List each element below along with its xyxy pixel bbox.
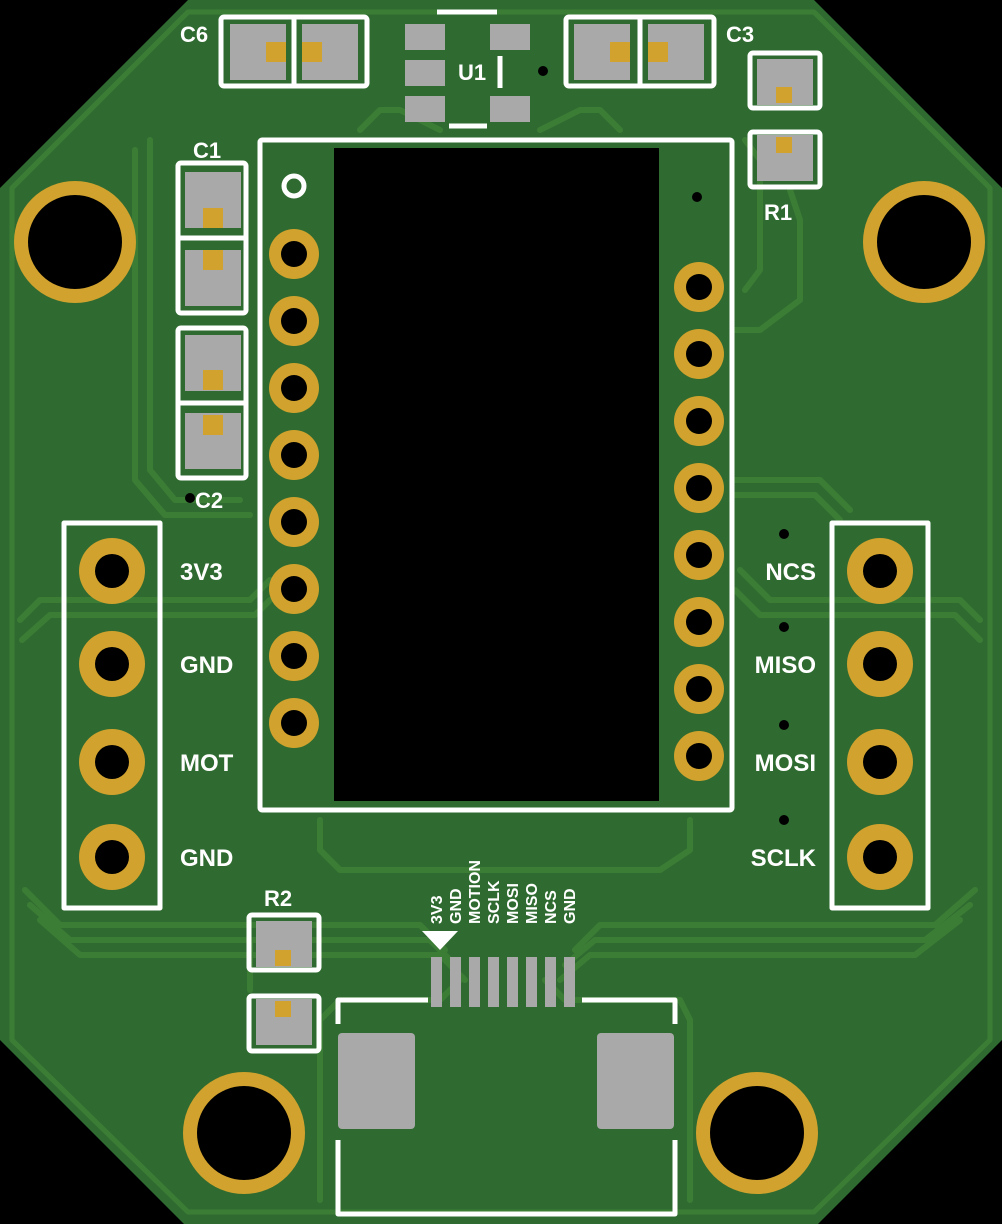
fpc-pins — [431, 957, 575, 1007]
via-dot — [779, 720, 789, 730]
fpc-pin1-arrow — [422, 931, 458, 950]
mounting-holes — [14, 181, 985, 1194]
right-header-pin-2 — [847, 631, 913, 697]
right-header-label: MISO — [755, 652, 816, 679]
right-header-dots — [779, 529, 789, 825]
module-pins-right — [674, 262, 724, 781]
ref-label-u1: U1 — [458, 60, 486, 85]
ref-label-r1: R1 — [764, 200, 792, 225]
mounting-hole-bottom-left — [183, 1072, 305, 1194]
module-pin-right-4 — [674, 463, 724, 513]
module-pin-right-2 — [674, 329, 724, 379]
ref-label-c6: C6 — [180, 22, 208, 47]
fpc-mount-pad-left — [338, 1033, 415, 1129]
ref-label-r2: R2 — [264, 886, 292, 911]
module-pin-left-4 — [269, 430, 319, 480]
module-pin-right-7 — [674, 664, 724, 714]
module-pin-left-8 — [269, 698, 319, 748]
via-dot — [779, 815, 789, 825]
module-pin-left-1 — [269, 229, 319, 279]
left-header-pin-3 — [79, 729, 145, 795]
module-pin-left-6 — [269, 564, 319, 614]
module-pin-right-5 — [674, 530, 724, 580]
module-pin-right-1 — [674, 262, 724, 312]
ref-label-c2: C2 — [195, 488, 223, 513]
fpc-pin-1 — [431, 957, 442, 1007]
fpc-mount-pad-right — [597, 1033, 674, 1129]
sensor-module-cutout — [334, 148, 659, 801]
sensor-module — [257, 137, 735, 813]
right-header-labels: NCS MISO MOSI SCLK — [751, 559, 817, 872]
via-dot — [779, 622, 789, 632]
ref-label-c1: C1 — [193, 138, 221, 163]
fpc-pin-8 — [564, 957, 575, 1007]
fpc-pin-2 — [450, 957, 461, 1007]
left-header-pin-4 — [79, 824, 145, 890]
fpc-pin-3 — [469, 957, 480, 1007]
fpc-pin-label: MISO — [524, 883, 541, 924]
module-pin-left-2 — [269, 296, 319, 346]
module-pin-right-3 — [674, 396, 724, 446]
resistor-r2: R2 — [246, 886, 322, 1054]
fpc-pin-7 — [545, 957, 556, 1007]
left-header-label: GND — [180, 652, 233, 679]
ref-label-c3: C3 — [726, 22, 754, 47]
left-header-label: 3V3 — [180, 559, 223, 586]
module-pin-left-5 — [269, 497, 319, 547]
capacitor-c1: C1 — [175, 138, 249, 316]
module-pin-right-8 — [674, 731, 724, 781]
module-pin-right-6 — [674, 597, 724, 647]
pin1-marker — [281, 173, 307, 199]
capacitor-c6: C6 — [180, 14, 370, 89]
fpc-pin-label: NCS — [543, 890, 560, 924]
capacitor-c3: C3 — [563, 14, 754, 89]
module-pins-left — [269, 229, 319, 748]
right-header-pin-4 — [847, 824, 913, 890]
regulator-u1: U1 — [405, 9, 548, 129]
fpc-pin-4 — [488, 957, 499, 1007]
fpc-pin-label: 3V3 — [429, 895, 446, 924]
left-header-label: MOT — [180, 750, 234, 777]
fpc-pin-label: SCLK — [486, 880, 503, 924]
right-header-label: NCS — [765, 559, 816, 586]
right-header-label: MOSI — [755, 750, 816, 777]
mounting-hole-top-right — [863, 181, 985, 303]
mounting-hole-bottom-right — [696, 1072, 818, 1194]
resistor-r1: R1 — [747, 50, 823, 225]
module-pin-left-7 — [269, 631, 319, 681]
right-header: NCS MISO MOSI SCLK — [751, 520, 931, 911]
right-header-pin-1 — [847, 538, 913, 604]
right-header-pin-3 — [847, 729, 913, 795]
mounting-hole-top-left — [14, 181, 136, 303]
capacitor-c2: C2 — [175, 325, 249, 513]
right-header-label: SCLK — [751, 845, 817, 872]
left-header-pin-2 — [79, 631, 145, 697]
via-dot — [779, 529, 789, 539]
fpc-pin-6 — [526, 957, 537, 1007]
fpc-pin-5 — [507, 957, 518, 1007]
fpc-pin-label: GND — [562, 888, 579, 924]
left-header-pins — [79, 538, 145, 890]
right-header-pins — [847, 538, 913, 890]
module-pin-left-3 — [269, 363, 319, 413]
fpc-pin-label: MOTION — [467, 860, 484, 924]
fpc-pin-label: GND — [448, 888, 465, 924]
left-header-pin-1 — [79, 538, 145, 604]
fpc-pin-label: MOSI — [505, 883, 522, 924]
left-header-label: GND — [180, 845, 233, 872]
